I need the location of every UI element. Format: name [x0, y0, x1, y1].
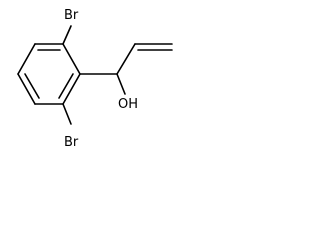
- hydroxyl-label: OH: [118, 97, 138, 112]
- benzene-ring: [17, 43, 81, 105]
- chemical-structure: Br Br OH: [17, 8, 173, 150]
- ring-bond-c2-c3: [17, 43, 36, 75]
- ring-inner-bond-right: [58, 73, 74, 99]
- bond-carbinol-to-oh: [116, 73, 126, 95]
- bond-carbinol-to-vinyl: [116, 43, 136, 75]
- ring-bond-c5-c6: [62, 73, 81, 105]
- ring-inner-bond-left: [24, 73, 40, 99]
- bond-ring-to-br-bottom: [62, 103, 72, 125]
- bond-ring-to-br-top: [62, 25, 72, 45]
- ring-bond-c3-c4: [17, 73, 36, 105]
- ring-bond-c6-c1: [62, 43, 81, 75]
- bromine-bottom-label: Br: [64, 135, 79, 150]
- bromine-top-label: Br: [64, 8, 79, 23]
